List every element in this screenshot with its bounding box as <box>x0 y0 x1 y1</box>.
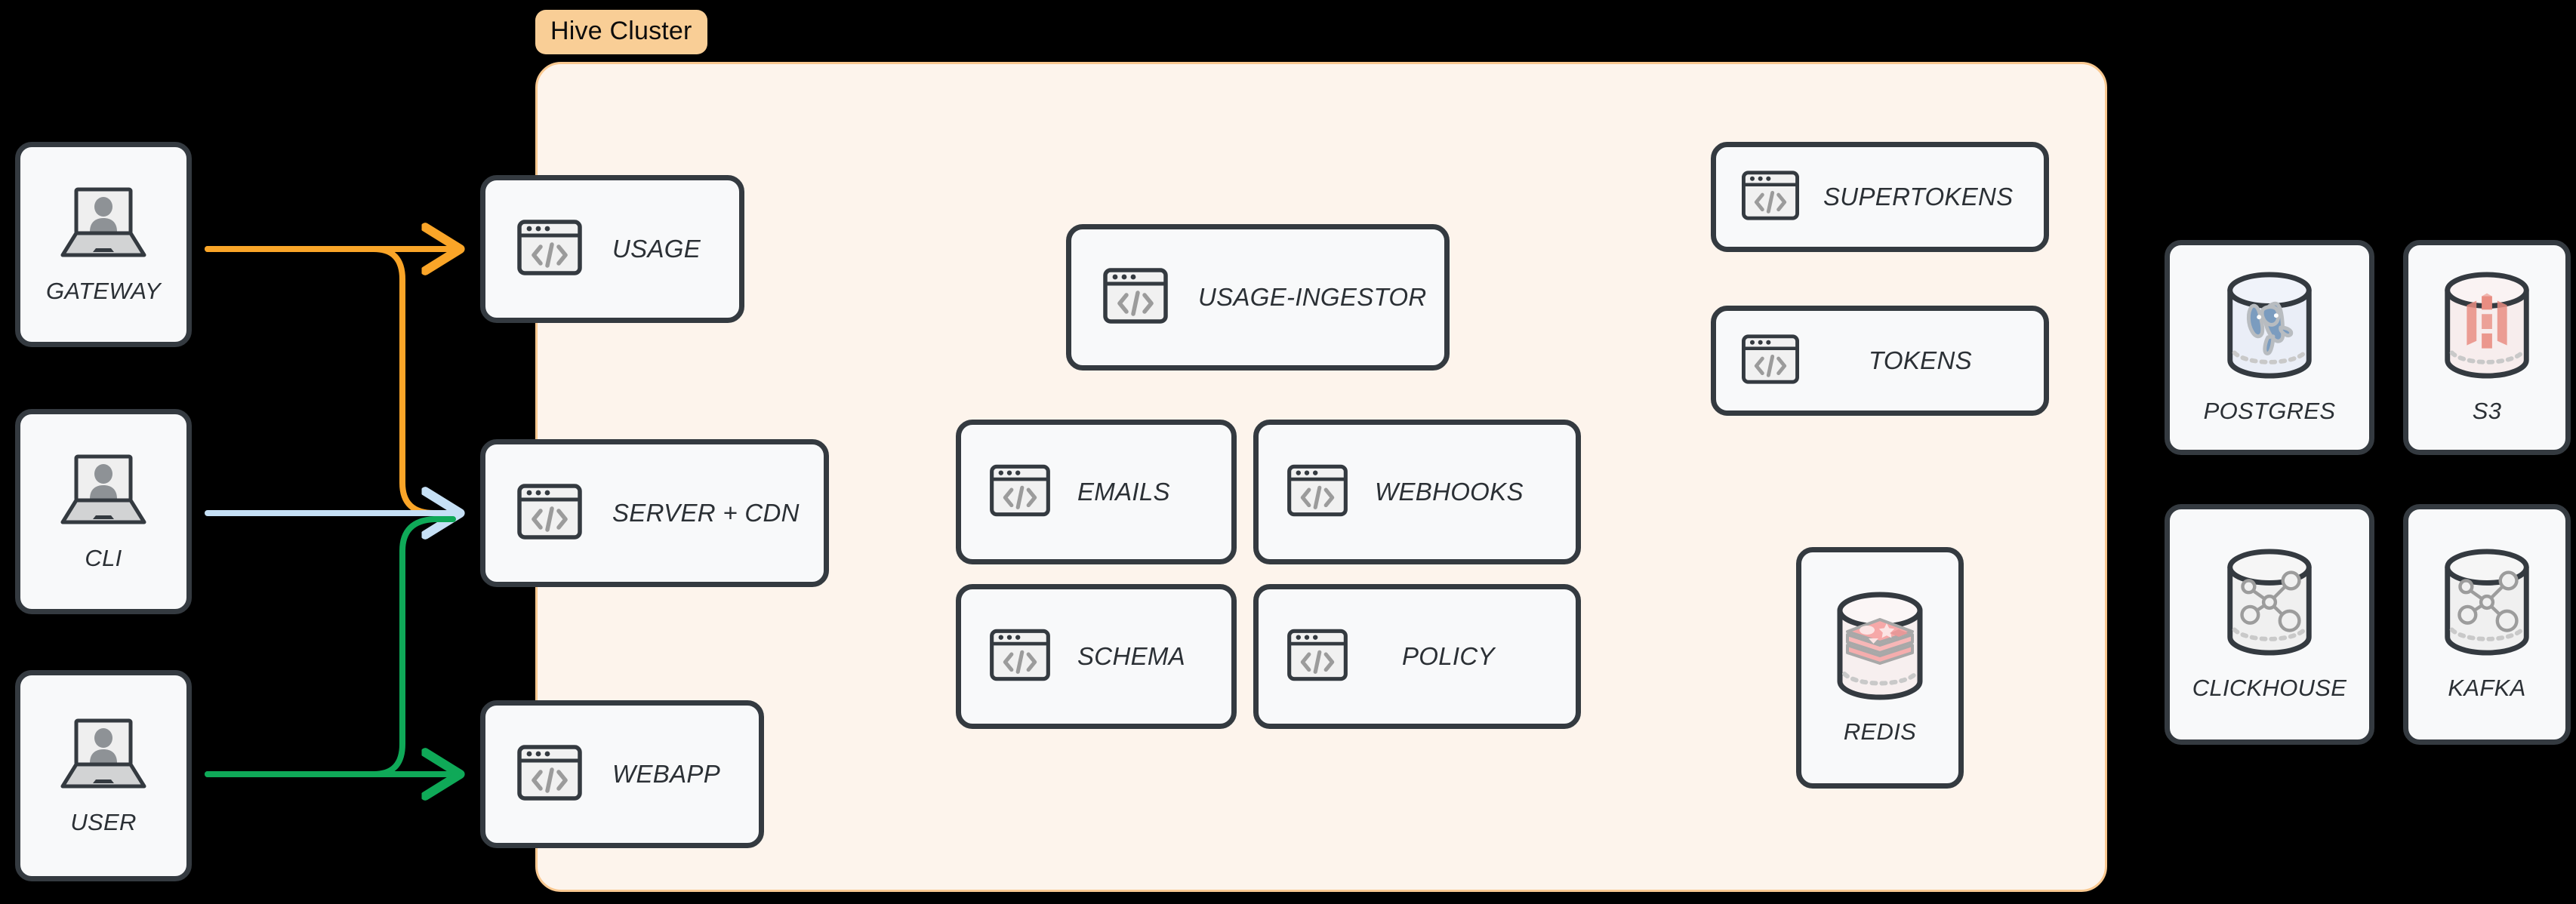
service-supertokens[interactable]: SUPERTOKENS <box>1711 142 2049 252</box>
actor-cli[interactable]: CLI <box>15 409 192 614</box>
service-server-cdn[interactable]: SERVER + CDN <box>480 439 829 587</box>
service-usage[interactable]: USAGE <box>480 175 744 323</box>
code-window-icon <box>516 214 584 285</box>
datastore-redis-label: REDIS <box>1843 718 1917 745</box>
service-webapp[interactable]: WEBAPP <box>480 700 764 848</box>
datastore-clickhouse[interactable]: CLICKHOUSE <box>2165 504 2374 745</box>
datastore-s3[interactable]: S3 <box>2403 240 2571 455</box>
service-webapp-label: WEBAPP <box>612 760 721 788</box>
service-policy-label: POLICY <box>1402 642 1495 670</box>
cluster-cylinder-icon <box>2434 547 2540 664</box>
service-policy[interactable]: POLICY <box>1253 584 1581 729</box>
datastore-postgres-label: POSTGRES <box>2203 398 2336 424</box>
code-window-icon <box>988 459 1052 526</box>
service-schema[interactable]: SCHEMA <box>956 584 1237 729</box>
service-webhooks-label: WEBHOOKS <box>1375 478 1524 506</box>
code-window-icon <box>988 623 1052 690</box>
service-supertokens-label: SUPERTOKENS <box>1823 183 2014 211</box>
service-tokens-label: TOKENS <box>1869 346 1972 374</box>
datastore-s3-label: S3 <box>2472 398 2502 424</box>
edge-gateway-to-server <box>205 246 456 516</box>
actor-user-label: USER <box>70 808 137 835</box>
datastore-clickhouse-label: CLICKHOUSE <box>2192 675 2347 701</box>
code-window-icon <box>1740 329 1801 393</box>
service-emails[interactable]: EMAILS <box>956 420 1237 564</box>
edge-user-to-server <box>205 516 456 777</box>
actor-cli-label: CLI <box>85 544 122 571</box>
code-window-icon <box>516 739 584 810</box>
code-window-icon <box>516 478 584 549</box>
hive-cluster-badge: Hive Cluster <box>535 10 707 54</box>
service-emails-label: EMAILS <box>1077 478 1170 506</box>
code-window-icon <box>1286 623 1349 690</box>
s3-cylinder-icon <box>2434 270 2540 387</box>
redis-cylinder-icon <box>1826 591 1934 708</box>
laptop-user-icon <box>52 716 155 798</box>
service-tokens[interactable]: TOKENS <box>1711 306 2049 416</box>
laptop-user-icon <box>52 185 155 267</box>
service-schema-label: SCHEMA <box>1077 642 1185 670</box>
service-usage-ingestor[interactable]: USAGE-INGESTOR <box>1066 224 1450 371</box>
code-window-icon <box>1740 165 1801 229</box>
actor-gateway-label: GATEWAY <box>46 277 161 304</box>
postgres-cylinder-icon <box>2217 270 2322 387</box>
code-window-icon <box>1286 459 1349 526</box>
service-webhooks[interactable]: WEBHOOKS <box>1253 420 1581 564</box>
service-server-cdn-label: SERVER + CDN <box>612 499 800 527</box>
actor-gateway[interactable]: GATEWAY <box>15 142 192 347</box>
datastore-kafka-label: KAFKA <box>2448 675 2526 701</box>
service-usage-label: USAGE <box>612 235 701 263</box>
laptop-user-icon <box>52 452 155 534</box>
datastore-postgres[interactable]: POSTGRES <box>2165 240 2374 455</box>
datastore-kafka[interactable]: KAFKA <box>2403 504 2571 745</box>
actor-user[interactable]: USER <box>15 670 192 881</box>
cluster-cylinder-icon <box>2217 547 2322 664</box>
service-usage-ingestor-label: USAGE-INGESTOR <box>1198 283 1427 311</box>
datastore-redis[interactable]: REDIS <box>1796 547 1964 789</box>
code-window-icon <box>1102 262 1169 334</box>
